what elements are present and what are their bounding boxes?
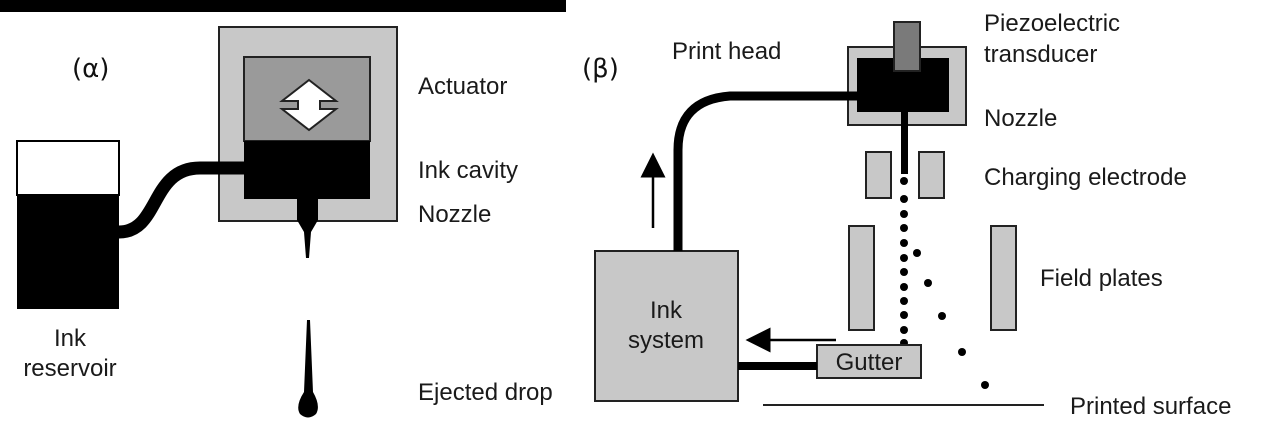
droplet: [900, 210, 908, 218]
ink-system-label-line1: Ink: [650, 297, 683, 324]
ejected-drop-label: Ejected drop: [418, 379, 553, 406]
ink-cavity: [244, 141, 370, 199]
deflected-droplet: [958, 348, 966, 356]
ejected-drop: [298, 320, 318, 418]
charging-electrode-label: Charging electrode: [984, 164, 1187, 191]
droplet: [900, 311, 908, 319]
ink-system-label-line2: system: [628, 327, 704, 354]
panel-b-label: (β): [582, 54, 619, 84]
droplet: [900, 283, 908, 291]
droplet: [900, 297, 908, 305]
top-black-bar: [0, 0, 566, 12]
droplet-stream: [900, 177, 989, 389]
ink-reservoir-empty: [16, 140, 120, 196]
nozzle-a-label: Nozzle: [418, 201, 491, 228]
panel-a: (α) Actuator Ink cavity Nozzle Ink reser…: [16, 26, 553, 418]
droplet: [900, 268, 908, 276]
nozzle-a: [297, 199, 318, 258]
droplet: [900, 224, 908, 232]
field-plate-right: [990, 225, 1017, 331]
ink-feed-tube: [118, 161, 244, 239]
deflected-droplet: [981, 381, 989, 389]
printed-surface-label: Printed surface: [1070, 393, 1231, 420]
deflected-droplet: [924, 279, 932, 287]
panel-b: (β): [582, 10, 1231, 420]
ink-reservoir-label-line2: reservoir: [23, 355, 116, 382]
ink-reservoir-ink: [17, 195, 119, 309]
droplet: [900, 326, 908, 334]
droplet: [900, 254, 908, 262]
droplet: [900, 239, 908, 247]
gutter-return-tube: [738, 362, 817, 370]
charging-electrode-left: [865, 151, 892, 199]
print-head-label: Print head: [672, 38, 781, 65]
actuator-label: Actuator: [418, 73, 507, 100]
droplet: [900, 195, 908, 203]
field-plate-left: [848, 225, 875, 331]
ink-system-box: [594, 250, 739, 402]
panel-a-label: (α): [72, 54, 109, 84]
piezoelectric-transducer: [893, 21, 921, 72]
nozzle-b: [901, 112, 908, 174]
piezo-label-line2: transducer: [984, 41, 1097, 68]
gutter-label: Gutter: [836, 349, 903, 376]
deflected-droplet: [913, 249, 921, 257]
ink-reservoir-label-line1: Ink: [54, 325, 87, 352]
deflected-droplet: [938, 312, 946, 320]
piezo-label-line1: Piezoelectric: [984, 10, 1120, 37]
droplet: [900, 177, 908, 185]
field-plates-label: Field plates: [1040, 265, 1163, 292]
nozzle-b-label: Nozzle: [984, 105, 1057, 132]
actuator-double-arrow-icon: [279, 78, 339, 132]
charging-electrode-right: [918, 151, 945, 199]
ink-supply-tube: [673, 91, 860, 251]
gutter: [816, 344, 922, 379]
ink-cavity-label: Ink cavity: [418, 157, 518, 184]
